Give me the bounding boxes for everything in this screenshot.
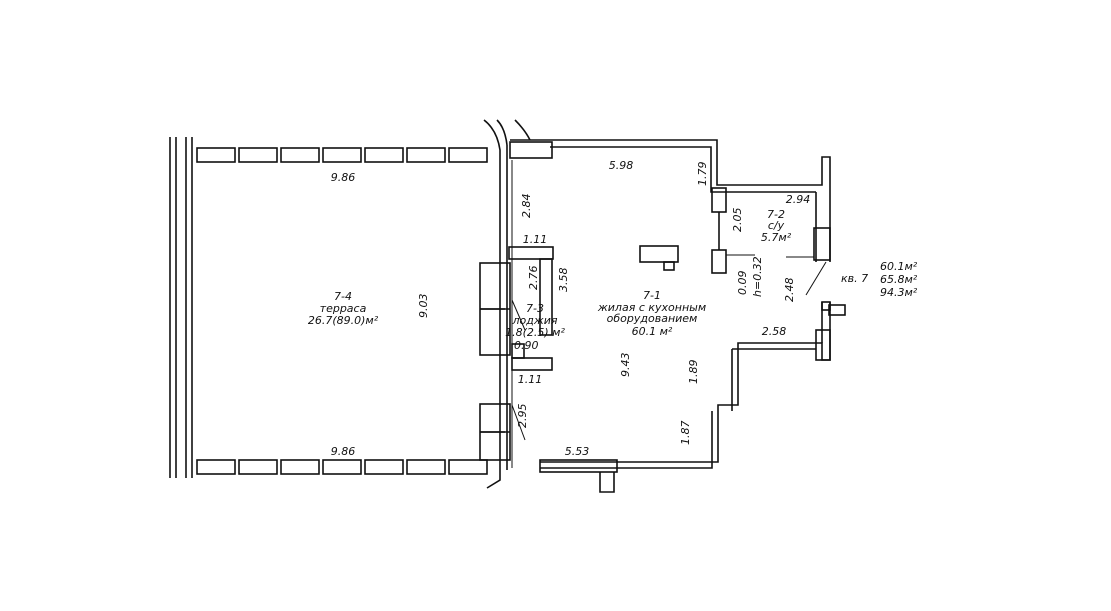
- room-7-3-name: лоджия: [512, 314, 558, 327]
- apartment-label: кв. 7: [841, 272, 869, 285]
- dim-main-right-upper: 1.79: [696, 161, 709, 187]
- room-7-1-name2: оборудованием: [606, 312, 698, 325]
- terrace-top-panels: [196, 147, 488, 163]
- dim-threshold-h: h=0.32: [751, 256, 764, 297]
- dim-terrace-bottom: 9.86: [330, 445, 356, 458]
- dim-main-bottom: 5.53: [564, 445, 590, 458]
- dim-main-left-upper: 2.84: [520, 193, 533, 219]
- dim-wall-lower: 1.11: [517, 373, 543, 386]
- dim-loggia-inner: 2.76: [527, 265, 540, 291]
- room-7-4-id: 7-4: [334, 290, 352, 303]
- dim-main-right-lower: 1.87: [679, 420, 692, 446]
- dim-wall-upper: 1.11: [522, 233, 548, 246]
- terrace-bottom-panels: [196, 459, 488, 475]
- facade-wall: [483, 119, 531, 489]
- terrace-railing: [169, 137, 193, 478]
- dim-main-left-lower: 2.95: [516, 403, 529, 429]
- room-7-1-area: 60.1 м²: [631, 325, 673, 338]
- room-7-2-name: с/у: [767, 219, 785, 232]
- dim-main-height: 9.43: [619, 352, 632, 378]
- dim-step-right: 1.89: [687, 359, 700, 385]
- room-7-1-id: 7-1: [643, 289, 661, 302]
- apartment-area-total: 65.8м²: [880, 273, 918, 286]
- room-7-1-name1: жилая с кухонным: [597, 301, 707, 314]
- room-7-4-name: терраса: [319, 302, 367, 315]
- kitchen-island: [639, 245, 679, 263]
- dim-bath-top: 2.94: [785, 193, 811, 206]
- apartment-area-living: 60.1м²: [880, 260, 918, 273]
- dim-step-top: 2.58: [761, 325, 787, 338]
- dim-loggia-width: 0.90: [514, 339, 539, 352]
- dim-terrace-top: 9.86: [330, 171, 356, 184]
- dim-threshold: 0.09: [736, 270, 749, 296]
- room-7-2-id: 7-2: [767, 208, 785, 221]
- apartment-area-full: 94.3м²: [880, 286, 918, 299]
- dim-terrace-height: 9.03: [417, 293, 430, 319]
- room-7-4-area: 26.7(89.0)м²: [307, 314, 379, 327]
- room-7-3-id: 7-3: [526, 302, 544, 315]
- room-7-3-area: 1.8(2.5) м²: [505, 326, 565, 339]
- room-7-2-area: 5.7м²: [760, 231, 792, 244]
- dim-door-height: 2.48: [783, 277, 796, 303]
- dim-loggia-outer: 3.58: [557, 267, 570, 293]
- dim-bath-side: 2.05: [731, 207, 744, 233]
- dim-main-top: 5.98: [608, 159, 634, 172]
